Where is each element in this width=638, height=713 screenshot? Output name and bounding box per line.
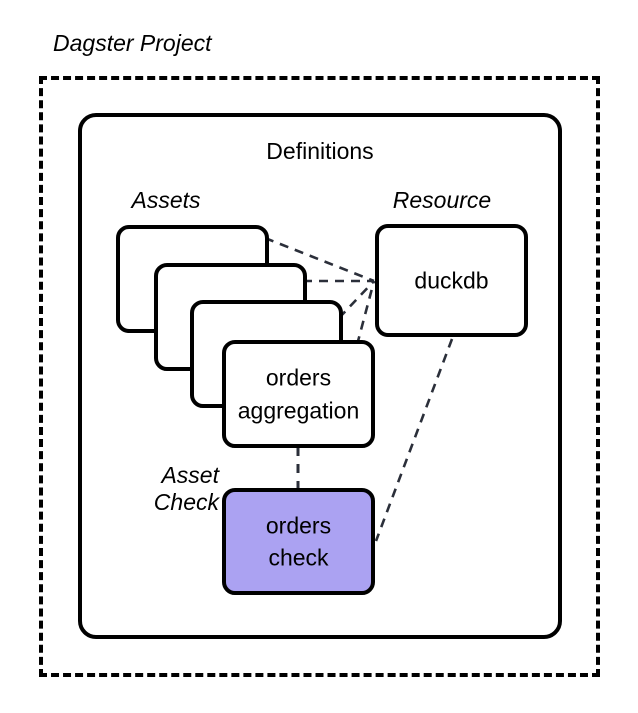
- resource-group-label: Resource: [392, 187, 492, 213]
- connector-asset3-duckdb: [338, 280, 375, 319]
- asset-check-node-label-line2: check: [268, 544, 329, 571]
- asset-check-node-label-line1: orders: [265, 511, 332, 538]
- connector-asset1-duckdb: [264, 236, 375, 283]
- connector-duckdb-orderscheck: [374, 338, 454, 542]
- resource-node-label: duckdb: [414, 267, 489, 294]
- resource-node-duckdb[interactable]: duckdb: [375, 224, 528, 337]
- asset-check-node-orders-check[interactable]: orders check: [222, 488, 375, 595]
- asset-node-label: orders aggregation: [226, 361, 371, 426]
- asset-check-label-line1: Asset: [161, 462, 219, 488]
- project-title: Dagster Project: [53, 30, 212, 56]
- definitions-title: Definitions: [266, 138, 374, 164]
- asset-node-orders-aggregation[interactable]: orders aggregation: [222, 340, 375, 448]
- asset-node-label-line2: aggregation: [237, 397, 360, 423]
- asset-node-label-line1: orders: [265, 364, 332, 391]
- asset-check-node-label: orders check: [226, 509, 371, 574]
- asset-check-label-line2: Check: [153, 489, 219, 516]
- definitions-frame: [78, 113, 562, 639]
- connector-asset4-duckdb: [355, 280, 376, 346]
- assets-group-label: Assets: [131, 187, 201, 213]
- dagster-project-frame: [39, 76, 600, 677]
